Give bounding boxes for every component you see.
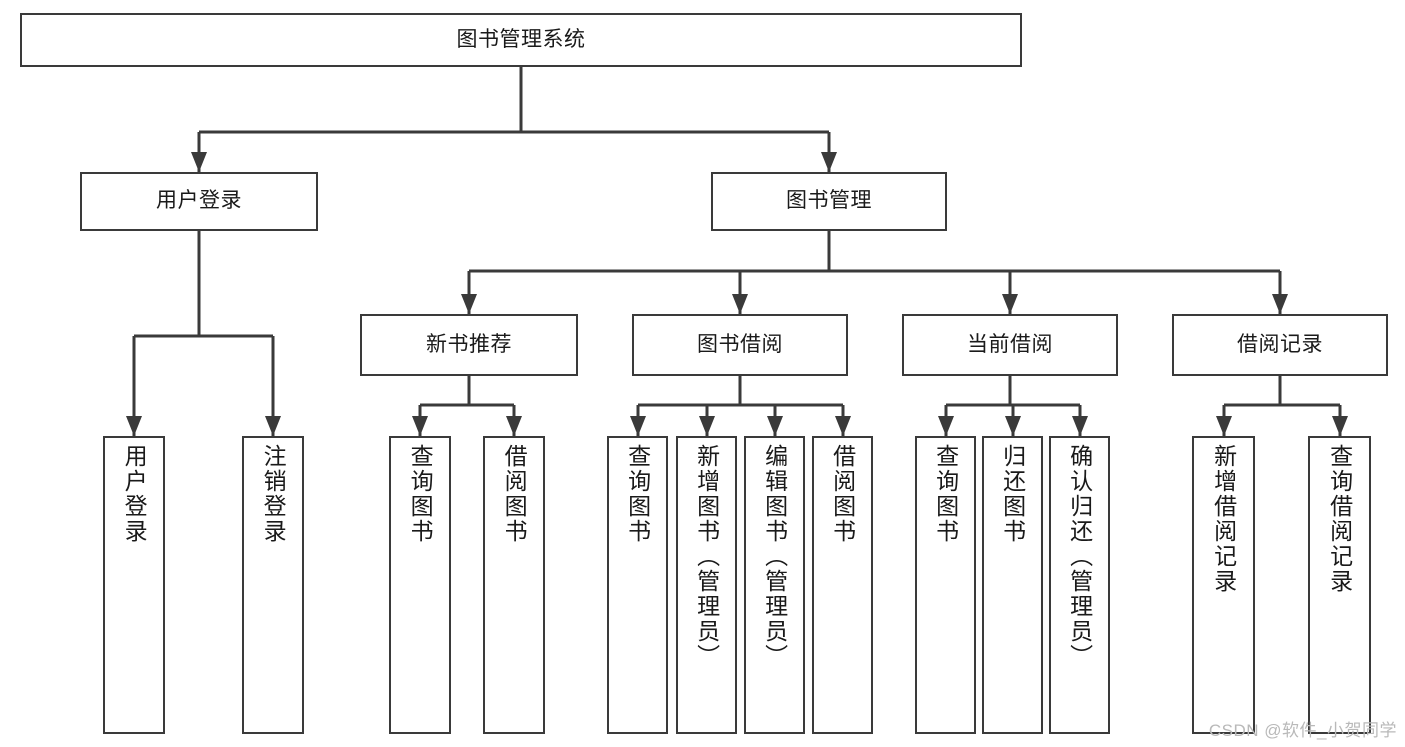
arrowhead (126, 416, 142, 436)
node-l-login-1[interactable]: 用户登录 (103, 436, 165, 734)
arrowhead (938, 416, 954, 436)
arrowhead (1005, 416, 1021, 436)
node-label: 注销登录 (260, 444, 287, 544)
node-n-borrow[interactable]: 图书借阅 (632, 314, 848, 376)
node-label: 借阅记录 (1237, 332, 1323, 356)
arrowhead (835, 416, 851, 436)
node-l-borrow-1[interactable]: 查询图书 (607, 436, 668, 734)
node-label: 用户登录 (121, 444, 148, 544)
node-label: 图书借阅 (697, 332, 783, 356)
node-n-record[interactable]: 借阅记录 (1172, 314, 1388, 376)
node-l-borrow-4[interactable]: 借阅图书 (812, 436, 873, 734)
arrowhead (191, 152, 207, 172)
node-label: 用户登录 (156, 189, 242, 213)
arrowhead (461, 294, 477, 314)
node-n-bookmgmt[interactable]: 图书管理 (711, 172, 947, 231)
node-label: 新增借阅记录 (1210, 444, 1237, 594)
arrowhead (699, 416, 715, 436)
node-l-current-1[interactable]: 查询图书 (915, 436, 976, 734)
arrowhead (265, 416, 281, 436)
node-label: 新书推荐 (426, 332, 512, 356)
node-l-borrow-2[interactable]: 新增图书（管理员） (676, 436, 737, 734)
node-label: 借阅图书 (829, 444, 856, 544)
node-label: 图书管理系统 (456, 27, 586, 51)
node-label: 图书管理 (786, 189, 872, 213)
node-label: 归还图书 (999, 444, 1026, 544)
node-label: 查询图书 (624, 444, 651, 544)
node-root[interactable]: 图书管理系统 (20, 13, 1022, 67)
node-label: 编辑图书（管理员） (761, 444, 788, 669)
node-n-newbook[interactable]: 新书推荐 (360, 314, 578, 376)
node-label: 查询图书 (932, 444, 959, 544)
arrowhead (506, 416, 522, 436)
node-n-login[interactable]: 用户登录 (80, 172, 318, 231)
node-l-current-2[interactable]: 归还图书 (982, 436, 1043, 734)
node-l-current-3[interactable]: 确认归还（管理员） (1049, 436, 1110, 734)
node-label: 查询借阅记录 (1326, 444, 1353, 594)
arrowhead (1272, 294, 1288, 314)
node-label: 查询图书 (407, 444, 434, 544)
node-label: 当前借阅 (967, 332, 1053, 356)
arrowhead (412, 416, 428, 436)
arrowhead (630, 416, 646, 436)
node-l-borrow-3[interactable]: 编辑图书（管理员） (744, 436, 805, 734)
arrowhead (1216, 416, 1232, 436)
node-l-login-2[interactable]: 注销登录 (242, 436, 304, 734)
arrowhead (1002, 294, 1018, 314)
node-n-current[interactable]: 当前借阅 (902, 314, 1118, 376)
node-label: 确认归还（管理员） (1066, 444, 1093, 669)
node-l-newbook-2[interactable]: 借阅图书 (483, 436, 545, 734)
arrowhead (767, 416, 783, 436)
arrowhead (1072, 416, 1088, 436)
arrowhead (1332, 416, 1348, 436)
arrowhead (732, 294, 748, 314)
node-label: 借阅图书 (501, 444, 528, 544)
arrowhead (821, 152, 837, 172)
node-l-record-2[interactable]: 查询借阅记录 (1308, 436, 1371, 734)
node-label: 新增图书（管理员） (693, 444, 720, 669)
node-l-newbook-1[interactable]: 查询图书 (389, 436, 451, 734)
node-l-record-1[interactable]: 新增借阅记录 (1192, 436, 1255, 734)
